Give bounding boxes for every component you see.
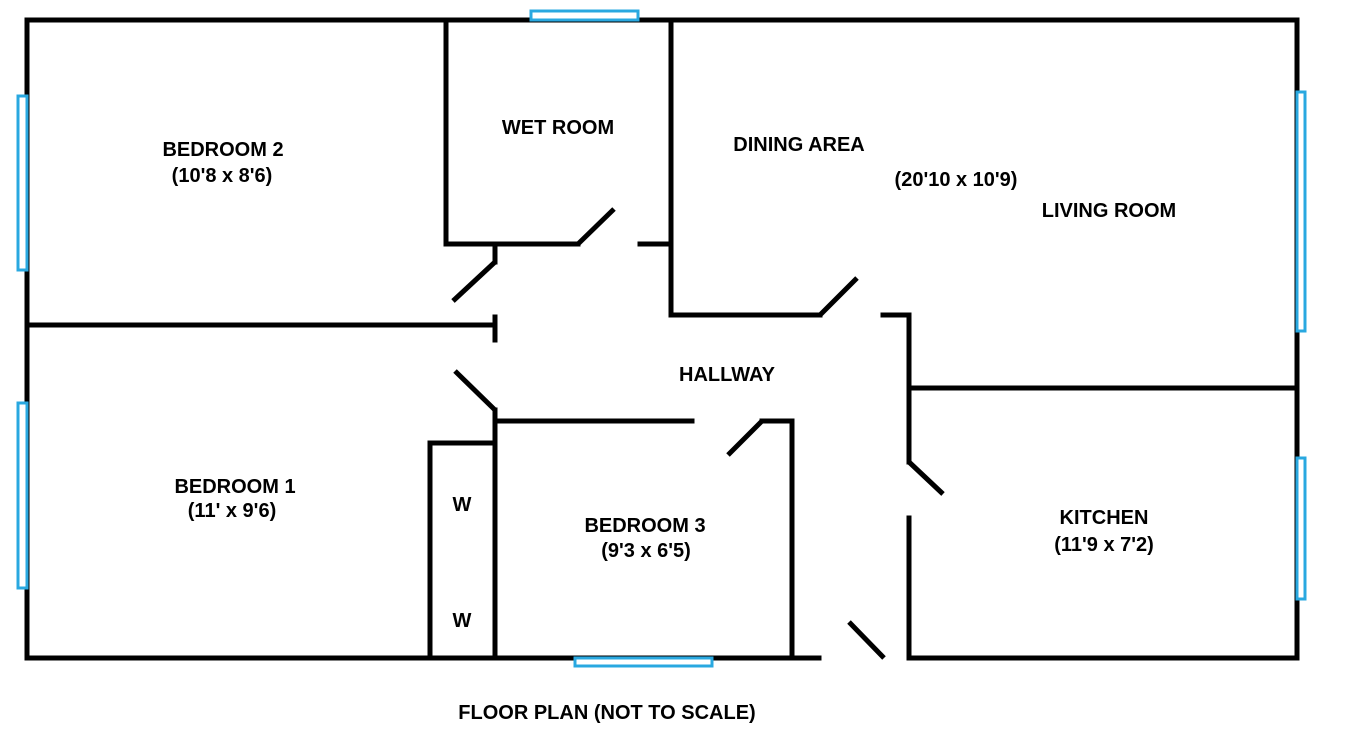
- bedroom-1-label: BEDROOM 1: [174, 476, 295, 498]
- bedroom-1-dims: (11' x 9'6): [188, 500, 276, 522]
- window-kitchen: [1295, 456, 1307, 601]
- outer-walls: [24, 17, 1300, 661]
- bedroom-3-label: BEDROOM 3: [584, 515, 705, 537]
- window-bedroom-1: [16, 401, 29, 590]
- hallway-label: HALLWAY: [679, 364, 776, 386]
- living-room-dims: (20'10 x 10'9): [895, 169, 1018, 191]
- bedroom-2-label: BEDROOM 2: [162, 139, 283, 161]
- window-wet-room: [529, 9, 640, 22]
- windows: [16, 9, 1307, 668]
- kitchen-dims: (11'9 x 7'2): [1054, 534, 1154, 556]
- doors: [451, 207, 945, 660]
- bedroom-2-dims: (10'8 x 8'6): [172, 165, 273, 187]
- kitchen-label: KITCHEN: [1060, 507, 1149, 529]
- bedroom-3-dims: (9'3 x 6'5): [601, 540, 691, 562]
- wet-room-label: WET ROOM: [502, 117, 614, 139]
- floor-plan-caption: FLOOR PLAN (NOT TO SCALE): [458, 702, 755, 724]
- interior-walls: [24, 17, 1300, 661]
- window-bedroom-2: [16, 94, 29, 272]
- window-bedroom-3: [573, 656, 714, 668]
- living-room-label: LIVING ROOM: [1042, 200, 1176, 222]
- dining-area-label: DINING AREA: [733, 134, 864, 156]
- wardrobe-bottom-label: W: [453, 610, 472, 632]
- window-living-room: [1295, 90, 1307, 333]
- wardrobe-top-label: W: [453, 494, 472, 516]
